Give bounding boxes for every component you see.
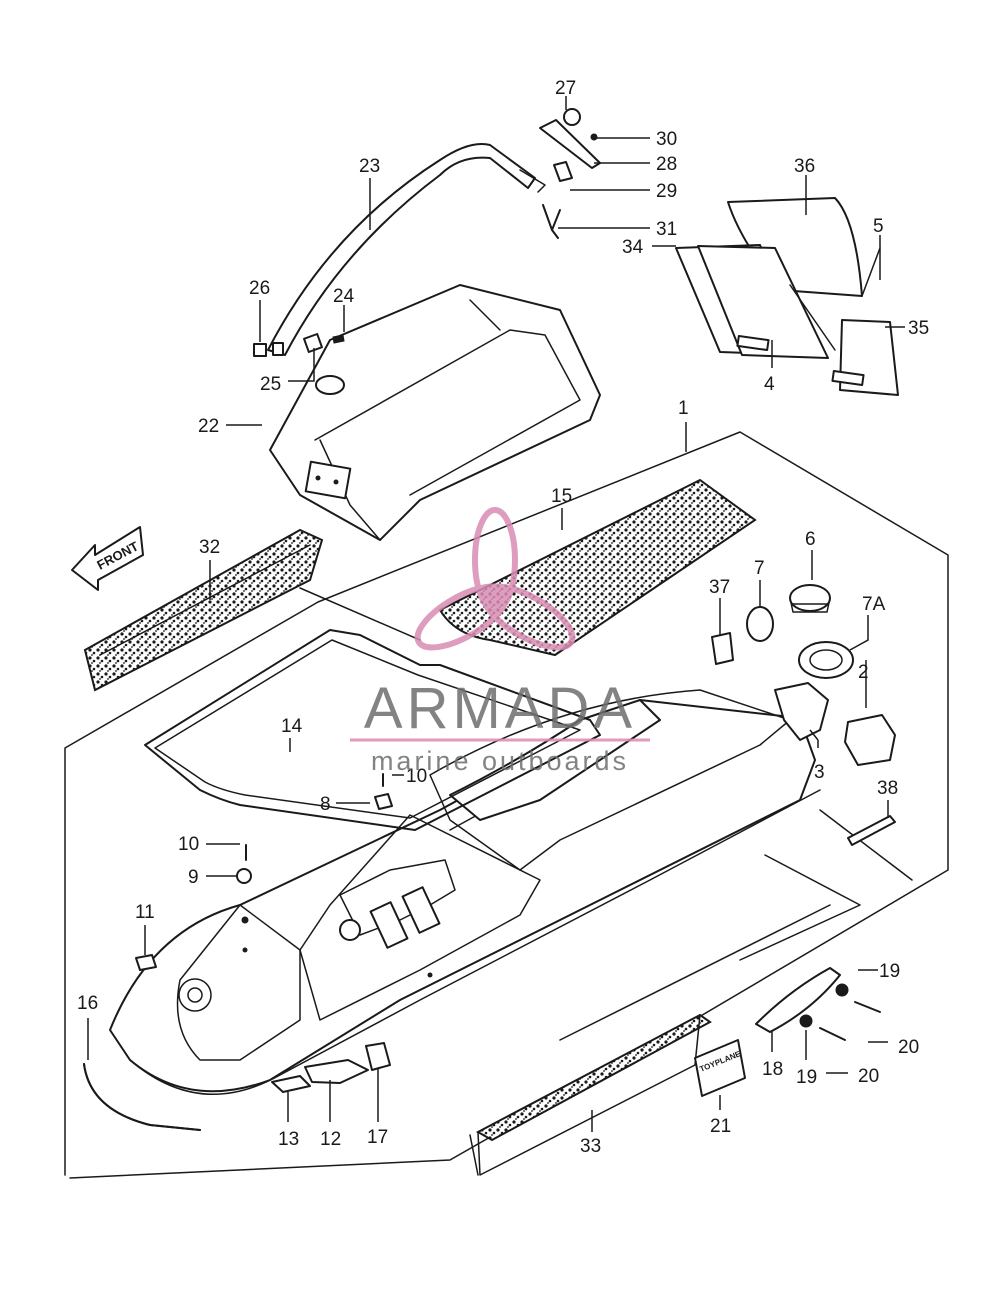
callout-10a: 10 — [178, 834, 199, 855]
callout-24: 24 — [333, 286, 355, 307]
callout-4: 4 — [764, 374, 775, 395]
callout-37: 37 — [709, 577, 730, 598]
assembly-frame — [64, 431, 949, 1179]
fin-18 — [755, 967, 841, 1033]
nut-8 — [374, 793, 393, 810]
callout-9: 9 — [188, 867, 199, 888]
callout-15: 15 — [551, 486, 572, 507]
callout-22: 22 — [198, 416, 219, 437]
callout-20b: 20 — [858, 1066, 879, 1087]
seal-14 — [144, 629, 601, 831]
callout-19b: 19 — [796, 1067, 817, 1088]
callout-23: 23 — [359, 156, 380, 177]
callout-32: 32 — [199, 537, 220, 558]
callout-20a: 20 — [898, 1037, 919, 1058]
watermark: ARMADA marine outboards — [350, 507, 650, 776]
cap-11 — [135, 954, 157, 971]
callout-leaders — [87, 96, 905, 1132]
callout-17: 17 — [367, 1127, 388, 1148]
callout-33: 33 — [580, 1136, 601, 1157]
bolt-20a — [854, 1001, 881, 1013]
callout-10b: 10 — [406, 766, 427, 787]
plate-13 — [271, 1075, 311, 1093]
callout-2: 2 — [858, 662, 869, 683]
callout-5: 5 — [873, 216, 884, 237]
callout-16: 16 — [77, 993, 98, 1014]
sticker-21: TOYPLANE — [694, 1039, 746, 1097]
callout-6: 6 — [805, 529, 816, 550]
callout-34: 34 — [622, 237, 644, 258]
duct-2 — [844, 714, 896, 766]
handle-bar — [267, 143, 546, 356]
callout-30: 30 — [656, 129, 677, 150]
ring-7 — [746, 606, 774, 642]
rod-38 — [847, 815, 896, 846]
bushing-19a — [835, 983, 849, 997]
bracket-17 — [365, 1042, 391, 1071]
mat-33-edge — [477, 1014, 701, 1176]
bracket-12 — [304, 1059, 369, 1084]
duct-3 — [774, 682, 829, 741]
front-arrow: FRONT — [71, 526, 144, 591]
mat-32-edge — [84, 544, 311, 691]
mat-33-side — [469, 1134, 479, 1176]
callout-28: 28 — [656, 154, 677, 175]
screw-24 — [332, 334, 345, 344]
bolt-20b — [819, 1027, 846, 1041]
cap-6 — [789, 584, 831, 613]
callout-3: 3 — [814, 762, 825, 783]
callout-26: 26 — [249, 278, 270, 299]
washer-9 — [236, 868, 252, 884]
callout-36: 36 — [794, 156, 815, 177]
callout-25: 25 — [260, 374, 281, 395]
seal-7a-inner — [809, 649, 843, 671]
callout-7: 7 — [754, 558, 765, 579]
callout-13: 13 — [278, 1129, 299, 1150]
seal-14-inner — [154, 639, 581, 819]
callout-1: 1 — [678, 398, 689, 419]
engine-hood — [269, 284, 601, 541]
clip-26 — [253, 343, 267, 357]
watermark-brand: ARMADA — [364, 676, 636, 741]
callout-7a: 7A — [862, 594, 886, 615]
hood-lock — [539, 108, 601, 239]
watermark-propeller-icon — [414, 507, 576, 651]
bushing-19b — [799, 1014, 813, 1028]
callout-19a: 19 — [879, 961, 900, 982]
callout-8: 8 — [320, 794, 331, 815]
callout-12: 12 — [320, 1129, 341, 1150]
callout-21: 21 — [710, 1116, 731, 1137]
bracket-25 — [303, 333, 323, 353]
callout-27: 27 — [555, 78, 576, 99]
callout-18: 18 — [762, 1059, 783, 1080]
callout-35: 35 — [908, 318, 929, 339]
hose-16-inner — [83, 1063, 201, 1131]
callout-29: 29 — [656, 181, 677, 202]
callout-labels: 1 2 3 4 5 6 7 7A 8 9 10 10 11 12 13 14 1… — [77, 78, 929, 1157]
cap-37 — [711, 632, 734, 665]
watermark-tagline: marine outboards — [371, 746, 629, 776]
callout-38: 38 — [877, 778, 898, 799]
clip-26b — [272, 342, 284, 356]
mat-33 — [475, 1013, 712, 1142]
callout-14: 14 — [281, 716, 303, 737]
hull — [109, 689, 821, 1096]
callout-11: 11 — [135, 902, 155, 923]
seal-7a — [798, 641, 854, 679]
mat-15 — [438, 478, 757, 657]
callout-31: 31 — [656, 219, 677, 240]
ventilation-sheets — [675, 197, 899, 396]
